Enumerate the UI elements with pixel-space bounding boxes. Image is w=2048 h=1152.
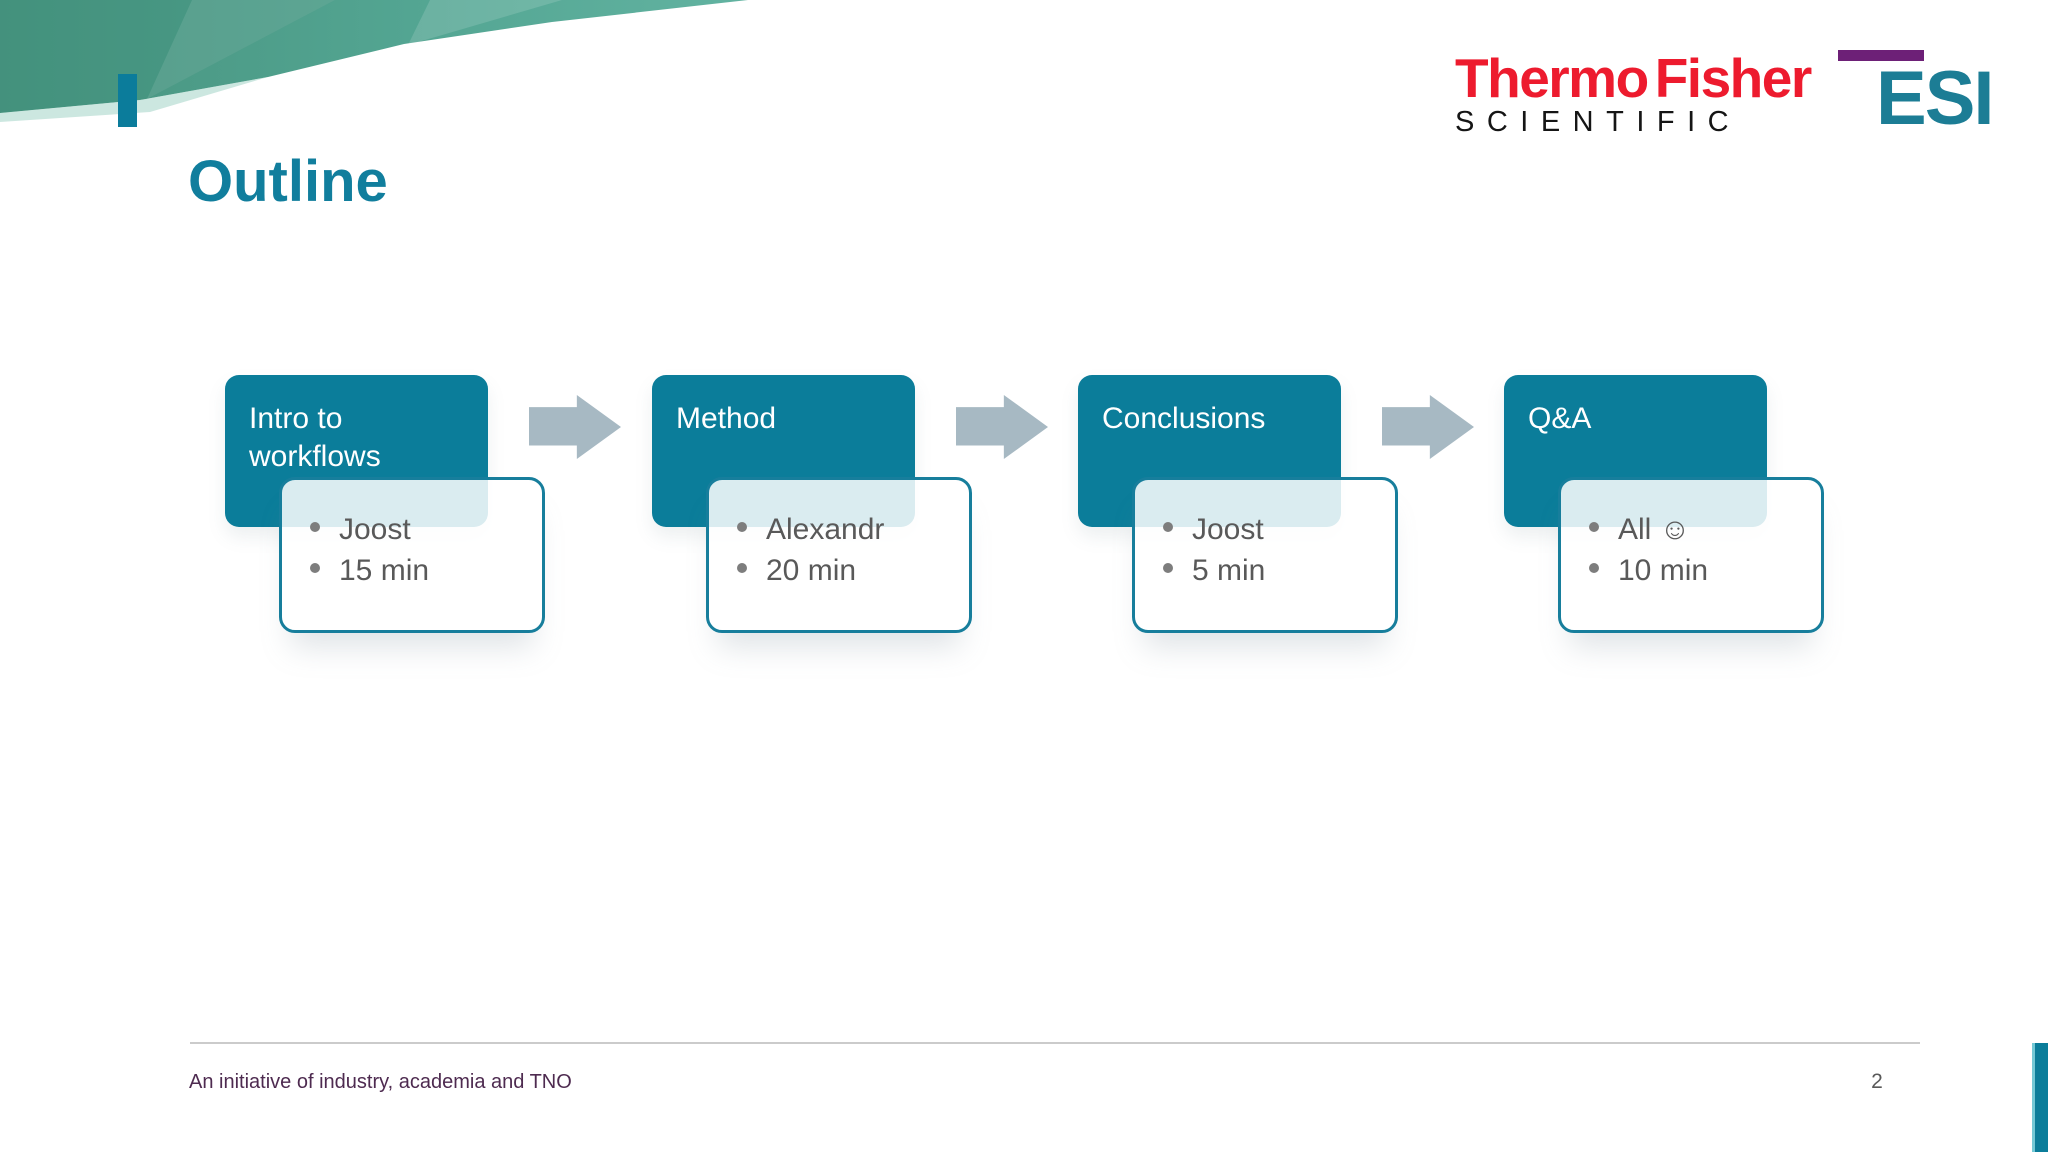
bullet-item: 15 min — [310, 554, 542, 591]
bullet-dot-icon — [1163, 563, 1173, 573]
header-decoration-green-wedge — [0, 0, 748, 122]
teal-accent-bar — [118, 74, 137, 127]
step-detail-card: Joost 15 min — [279, 477, 545, 633]
bullet-list: Alexandr 20 min — [709, 480, 969, 591]
footer-divider — [190, 1042, 1920, 1044]
page-number: 2 — [1871, 1070, 1883, 1093]
fisher-word: Fisher — [1654, 47, 1813, 109]
scientific-text: SCIENTIFIC — [1455, 106, 1742, 138]
step-detail-card: Alexandr 20 min — [706, 477, 972, 633]
bullet-list: Joost 5 min — [1135, 480, 1395, 591]
bullet-text: 5 min — [1192, 554, 1266, 587]
bullet-dot-icon — [1589, 563, 1599, 573]
esi-wordmark: ESI — [1876, 56, 1995, 141]
bullet-list: Joost 15 min — [282, 480, 542, 591]
bullet-item: 20 min — [737, 554, 969, 591]
step-detail-card: Joost 5 min — [1132, 477, 1398, 633]
step-label: Conclusions — [1102, 402, 1266, 435]
bullet-text: 20 min — [766, 554, 857, 587]
bullet-dot-icon — [1163, 522, 1173, 532]
esi-logo: ESI — [1838, 50, 2008, 141]
step-detail-card: All ☺ 10 min — [1558, 477, 1824, 633]
step-label: Method — [676, 402, 777, 435]
corner-accent-bar — [2032, 1043, 2048, 1152]
bullet-dot-icon — [310, 563, 320, 573]
step-label: Q&A — [1528, 402, 1592, 435]
bullet-text: Alexandr — [766, 513, 885, 546]
footer-text: An initiative of industry, academia and … — [189, 1071, 572, 1093]
bullet-text: 10 min — [1618, 554, 1709, 587]
bullet-list: All ☺ 10 min — [1561, 480, 1821, 591]
process-step-conclusions: Conclusions Joost 5 min — [1078, 375, 1638, 645]
step-label: Intro to workflows — [249, 402, 381, 473]
process-step-intro: Intro to workflows Joost 15 min — [225, 375, 785, 645]
bullet-dot-icon — [310, 522, 320, 532]
bullet-text: Joost — [339, 513, 411, 546]
bullet-item: Joost — [1163, 513, 1395, 550]
thermo-word: Thermo — [1455, 47, 1649, 109]
bullet-dot-icon — [737, 522, 747, 532]
bullet-item: 10 min — [1589, 554, 1821, 591]
bullet-item: 5 min — [1163, 554, 1395, 591]
bullet-dot-icon — [737, 563, 747, 573]
process-step-method: Method Alexandr 20 min — [652, 375, 1212, 645]
process-step-qa: Q&A All ☺ 10 min — [1504, 375, 2048, 645]
page-title: Outline — [188, 149, 388, 214]
bullet-dot-icon — [1589, 522, 1599, 532]
bullet-text: Joost — [1192, 513, 1264, 546]
esi-purple-bar — [1838, 50, 1924, 61]
bullet-item: Alexandr — [737, 513, 969, 550]
bullet-item: All ☺ — [1589, 513, 1821, 550]
bullet-text: 15 min — [339, 554, 430, 587]
step-box: Intro to workflows — [225, 375, 488, 527]
bullet-item: Joost — [310, 513, 542, 550]
bullet-text: All ☺ — [1618, 513, 1691, 546]
